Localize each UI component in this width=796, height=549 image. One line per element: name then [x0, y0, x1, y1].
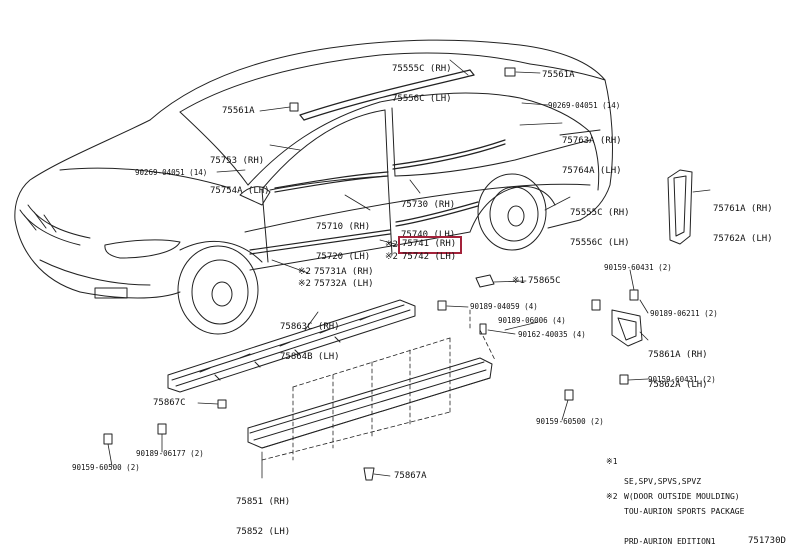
callout-75867c: 75867C — [153, 398, 186, 408]
highlight-box-75741[interactable] — [398, 236, 462, 254]
note-1-text: SE,SPV,SPVS,SPVZ TOU-AURION SPORTS PACKA… — [624, 457, 744, 549]
note-1-line: PRD-AURION EDITION1 — [624, 537, 716, 546]
callout-75851-75852: 75851 (RH) 75852 (LH) — [236, 477, 290, 547]
callout-90269-04051-left: 90269-04051 (14) — [135, 168, 208, 177]
callout-90162-40035: 90162-40035 (4) — [518, 330, 586, 339]
note-2-mark: ※2 — [606, 492, 618, 501]
callout-line-2: 75762A (LH) — [713, 234, 773, 244]
callout-90269-04051-top: 90269-04051 (14) — [548, 101, 621, 110]
leader-dash-lines — [261, 309, 496, 461]
callout-90159-60500-mid: 90159-60500 (2) — [536, 417, 604, 426]
callout-line-2: 75720 (LH) — [316, 252, 371, 262]
callout-75753-75754a: 75753 (RH) 75754A (LH) — [210, 136, 270, 206]
rear-wheel — [469, 173, 556, 251]
callout-75863c-75864b: 75863C (RH) 75864B (LH) — [280, 302, 340, 372]
callout-line-2: 75556C (LH) — [392, 94, 452, 104]
callout-75761a-75762a: 75761A (RH) 75762A (LH) — [713, 184, 773, 254]
callout-90189-04059: 90189-04059 (4) — [470, 302, 538, 311]
note-1-mark: ※1 — [606, 457, 618, 466]
leader-lines — [107, 59, 711, 479]
mark-75742: ※2 — [385, 252, 398, 262]
callout-75763a-75764a: 75763A (RH) 75764A (LH) — [562, 116, 622, 186]
front-wheel — [177, 240, 263, 335]
callout-line-2: 75862A (LH) — [648, 380, 708, 390]
diagram-code: 751730D — [748, 536, 786, 546]
callout-line-2: 75556C (LH) — [570, 238, 630, 248]
callout-90189-06211: 90189-06211 (2) — [650, 309, 718, 318]
callout-line-1: 75555C (RH) — [392, 64, 452, 74]
belt-mouldings — [274, 139, 506, 193]
note-1-line: SE,SPV,SPVS,SPVZ — [624, 477, 702, 486]
note-2-text: W(DOOR OUTSIDE MOULDING) — [624, 492, 740, 501]
pillar-garnish-part — [667, 169, 693, 245]
callout-90189-06177: 90189-06177 (2) — [136, 449, 204, 458]
callout-75731a: 75731A (RH) — [314, 267, 374, 277]
callout-line-1: 75753 (RH) — [210, 156, 265, 166]
callout-75561a-left: 75561A — [222, 106, 255, 116]
rocker-upper-part — [167, 299, 416, 393]
callout-75730-75740: 75730 (RH) 75740 (LH) — [401, 180, 455, 250]
callout-90159-60431-bot: 90159-60431 (2) — [648, 375, 716, 384]
callout-line-2: 75740 (LH) — [401, 230, 456, 240]
callout-line-2: 75852 (LH) — [236, 527, 291, 537]
clips-fasteners — [103, 67, 639, 481]
callout-75561a-top: 75561A — [542, 70, 575, 80]
rocker-lower-part — [247, 357, 493, 449]
callout-line-1: 75761A (RH) — [713, 204, 773, 214]
callout-line-1: 75710 (RH) — [316, 222, 371, 232]
callout-75861a-75862a: 75861A (RH) 75862A (LH) — [648, 330, 708, 400]
car-body-outline — [14, 39, 613, 299]
mark-75741: ※2 — [385, 240, 398, 250]
callout-75865c: 75865C — [528, 276, 561, 286]
callout-line-1: 75730 (RH) — [401, 200, 456, 210]
mark-75865c: ※1 — [512, 276, 525, 286]
callout-75742: 75742 (LH) — [402, 252, 457, 262]
callout-line-2: 75764A (LH) — [562, 166, 622, 176]
callout-line-1: 75863C (RH) — [280, 322, 340, 332]
callout-line-1: 75555C (RH) — [570, 208, 630, 218]
mark-75732: ※2 — [298, 279, 311, 289]
callout-90189-06006: 90189-06006 (4) — [498, 316, 566, 325]
door-outside-mouldings — [249, 201, 479, 255]
callout-75555c-75556c-rear: 75555C (RH) 75556C (LH) — [570, 188, 630, 258]
callout-line-1: 75851 (RH) — [236, 497, 291, 507]
callout-line-1: 75861A (RH) — [648, 350, 708, 360]
callout-75867a: 75867A — [394, 471, 427, 481]
roof-drip-moulding — [299, 69, 475, 121]
bracket-part — [611, 309, 643, 347]
garnish-clip-part — [475, 274, 495, 288]
mark-75731: ※2 — [298, 267, 311, 277]
callout-90159-60500-left: 90159-60500 (2) — [72, 463, 140, 472]
callout-90159-60431-top: 90159-60431 (2) — [604, 263, 672, 272]
callout-line-1: 75763A (RH) — [562, 136, 622, 146]
callout-75555c-75556c: 75555C (RH) 75556C (LH) — [392, 44, 452, 114]
callout-75741[interactable]: 75741 (RH) — [402, 239, 457, 249]
callout-75732a: 75732A (LH) — [314, 279, 374, 289]
callout-75710-75720: 75710 (RH) 75720 (LH) — [316, 202, 370, 272]
callout-line-2: 75754A (LH) — [210, 186, 270, 196]
callout-line-2: 75864B (LH) — [280, 352, 340, 362]
note-1-line: TOU-AURION SPORTS PACKAGE — [624, 507, 745, 516]
